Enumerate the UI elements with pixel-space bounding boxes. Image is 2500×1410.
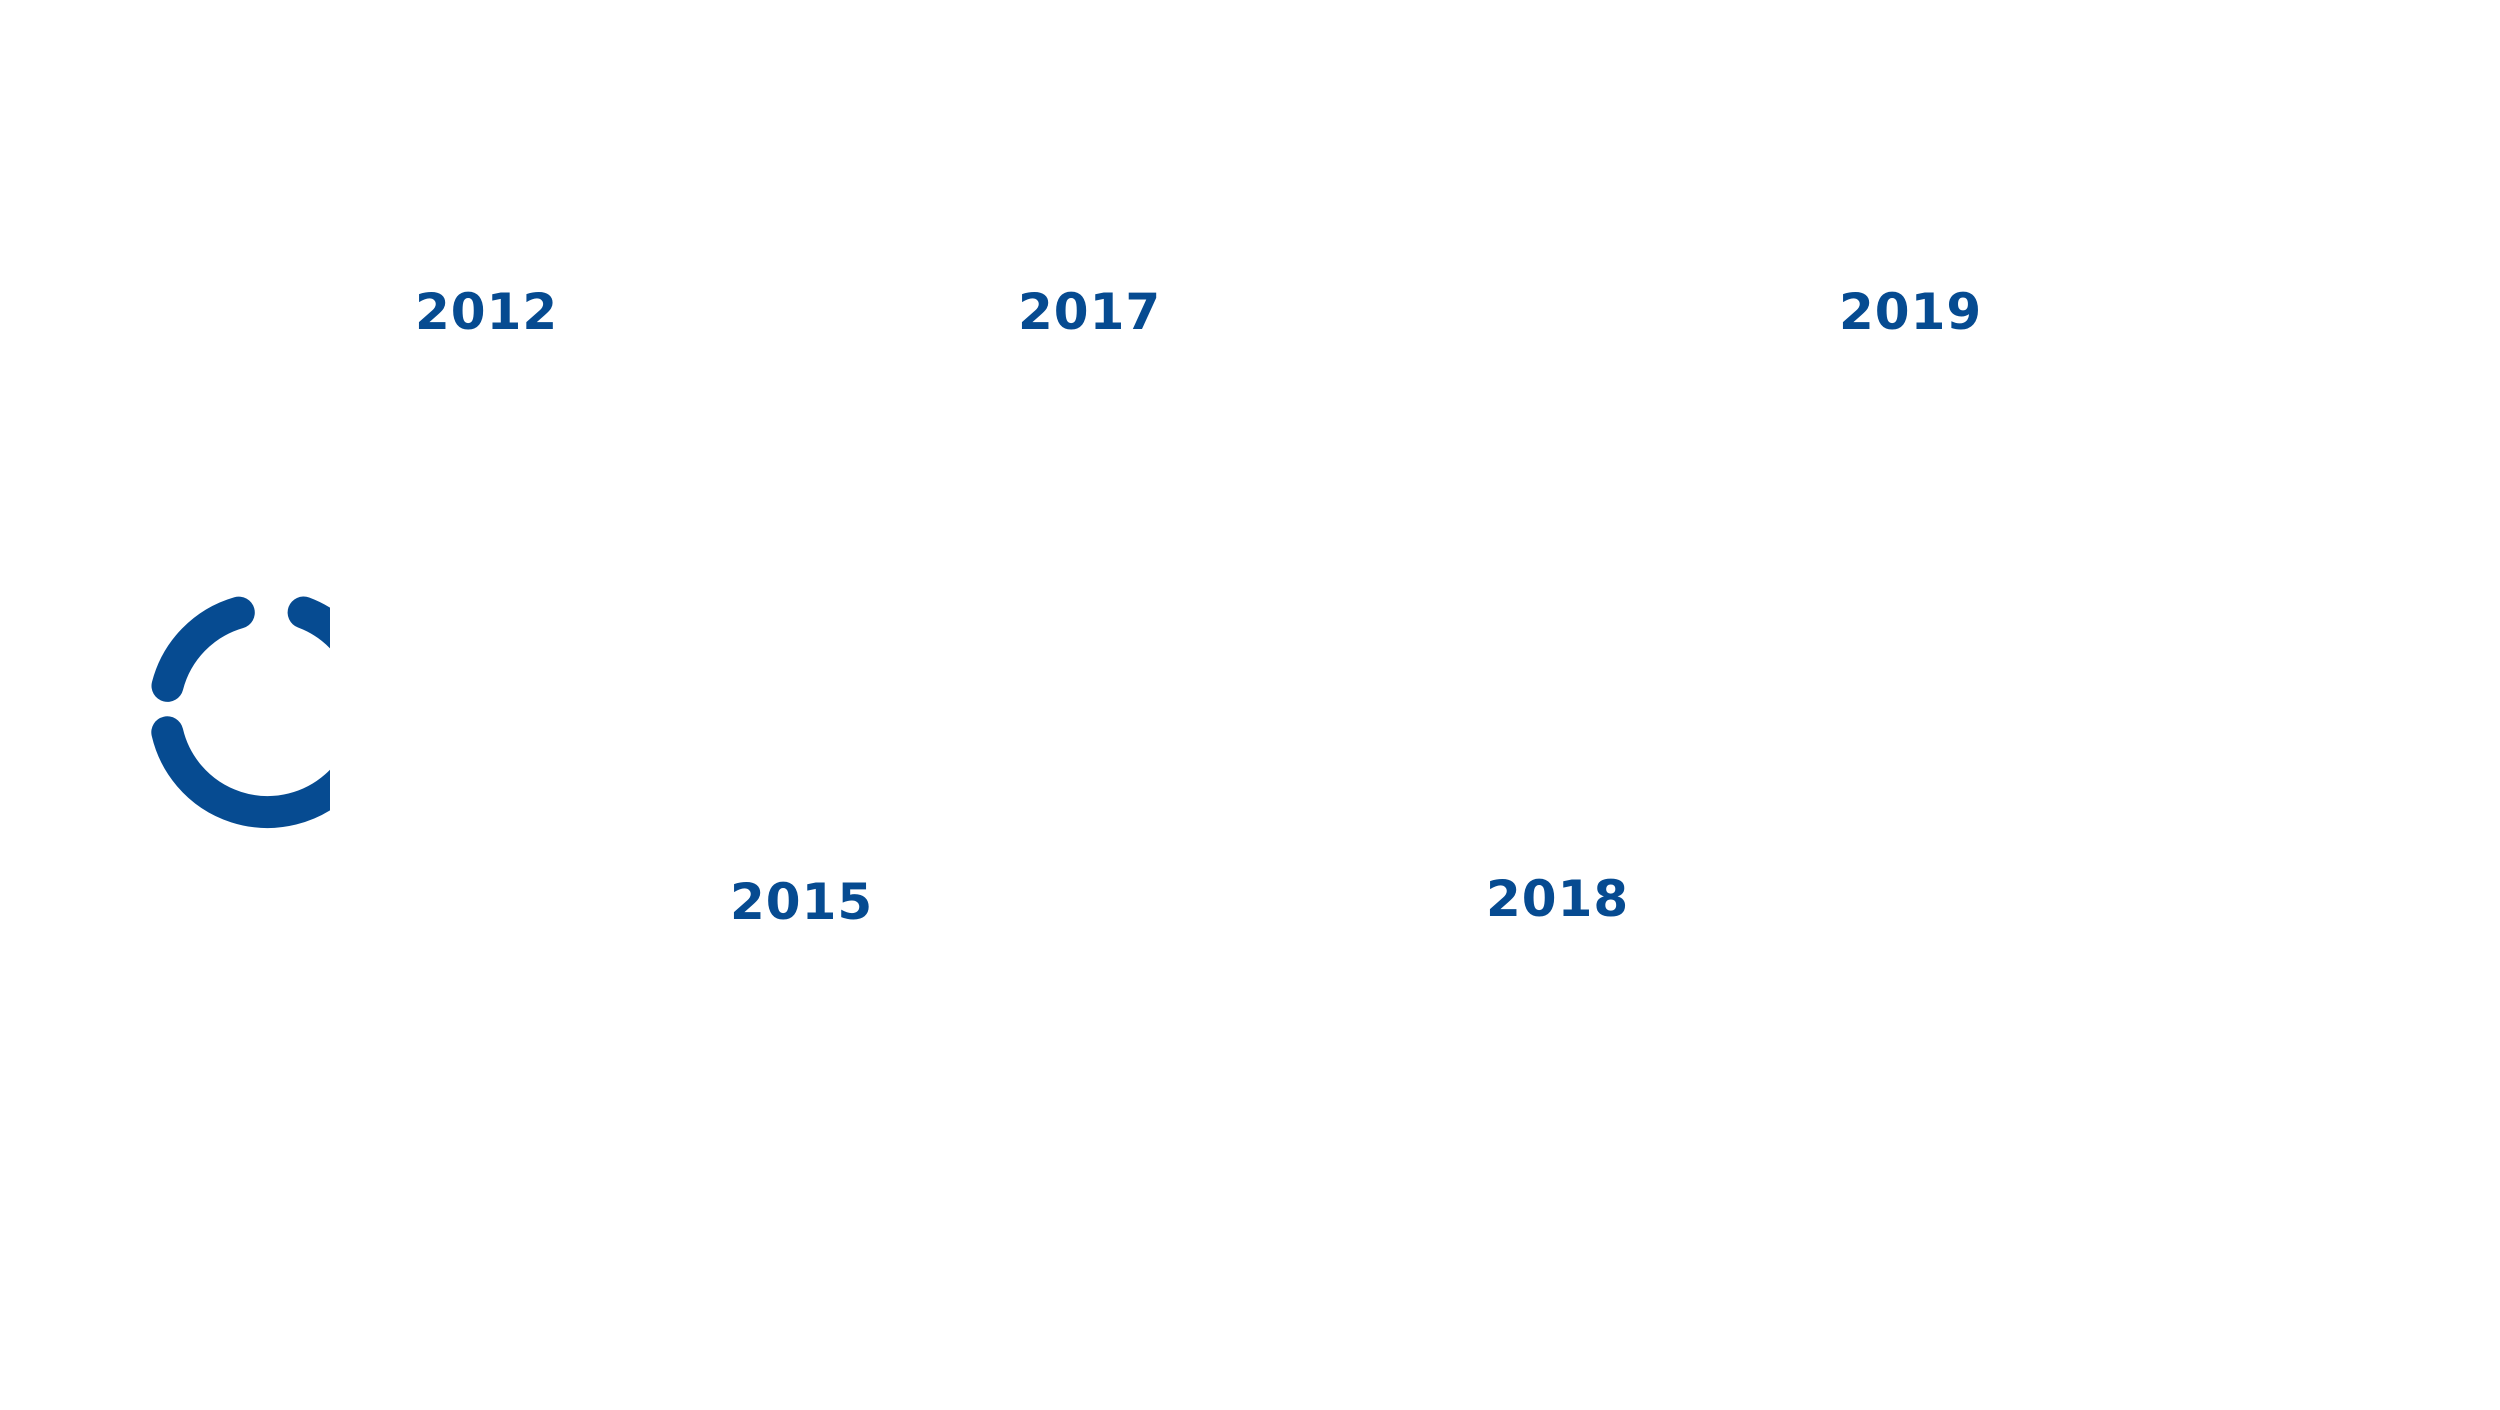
ring-segment-right	[151, 596, 330, 828]
ring-segment-top-left	[151, 596, 255, 702]
open-ring-icon	[70, 580, 330, 840]
year-label-2012: 2012	[415, 283, 559, 341]
year-label-2019: 2019	[1839, 283, 1983, 341]
ring-icon-svg	[151, 596, 330, 828]
year-label-2017: 2017	[1018, 283, 1162, 341]
year-label-2018: 2018	[1486, 870, 1630, 928]
year-label-2015: 2015	[730, 873, 874, 931]
